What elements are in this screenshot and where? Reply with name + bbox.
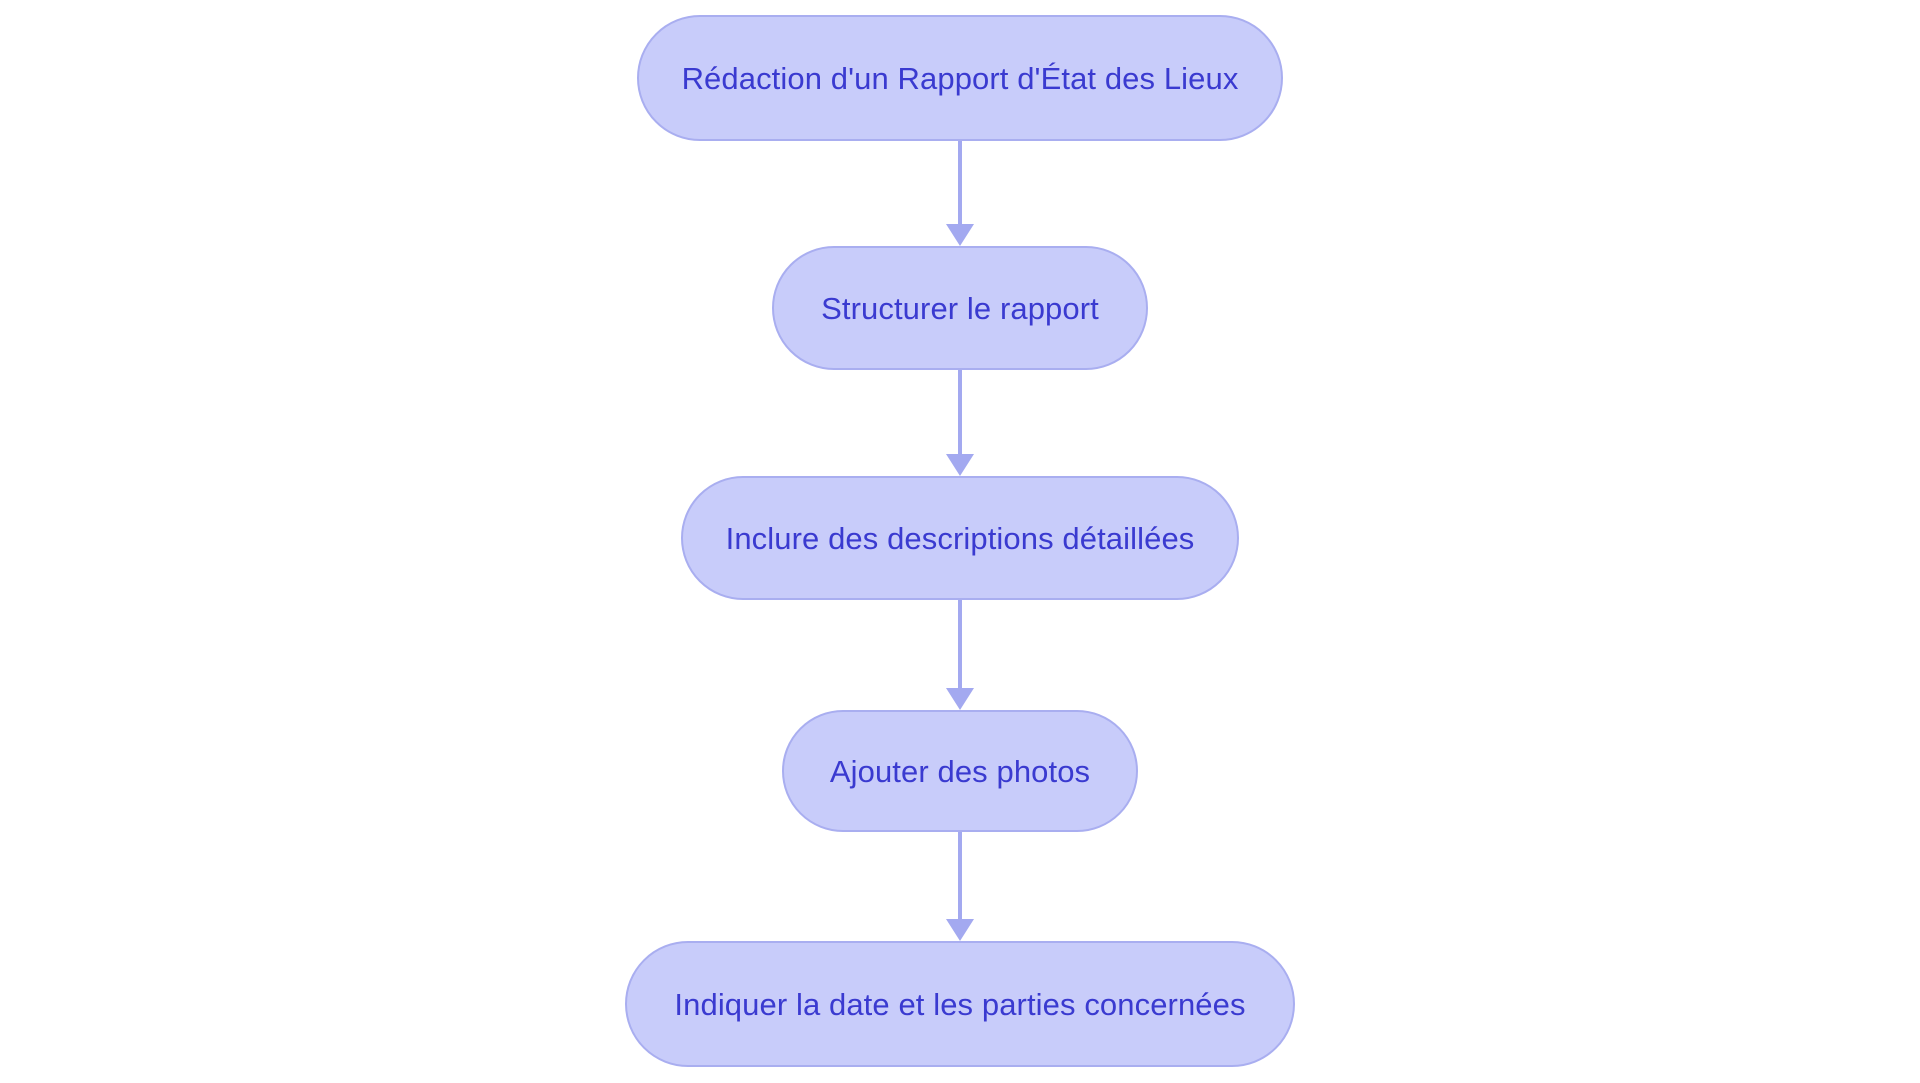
arrow-head-icon	[946, 919, 974, 941]
flow-node-2[interactable]: Structurer le rapport	[772, 246, 1148, 370]
arrow-line-icon	[958, 600, 962, 689]
flow-node-1-label: Rédaction d'un Rapport d'État des Lieux	[681, 60, 1239, 96]
flow-node-3-label: Inclure des descriptions détaillées	[725, 520, 1195, 556]
arrow-head-icon	[946, 688, 974, 710]
flow-node-5-label: Indiquer la date et les parties concerné…	[674, 986, 1246, 1022]
flow-node-1[interactable]: Rédaction d'un Rapport d'État des Lieux	[637, 15, 1283, 141]
flow-arrow-4-to-5	[940, 832, 980, 941]
arrow-line-icon	[958, 370, 962, 455]
flow-node-4[interactable]: Ajouter des photos	[782, 710, 1138, 832]
flow-arrow-1-to-2	[940, 141, 980, 246]
flow-node-2-label: Structurer le rapport	[821, 290, 1099, 326]
flow-node-3[interactable]: Inclure des descriptions détaillées	[681, 476, 1239, 600]
flow-node-5[interactable]: Indiquer la date et les parties concerné…	[625, 941, 1295, 1067]
flow-arrow-3-to-4	[940, 600, 980, 710]
arrow-head-icon	[946, 454, 974, 476]
arrow-head-icon	[946, 224, 974, 246]
arrow-line-icon	[958, 141, 962, 225]
arrow-line-icon	[958, 832, 962, 920]
flow-node-4-label: Ajouter des photos	[829, 753, 1091, 789]
flow-arrow-2-to-3	[940, 370, 980, 476]
